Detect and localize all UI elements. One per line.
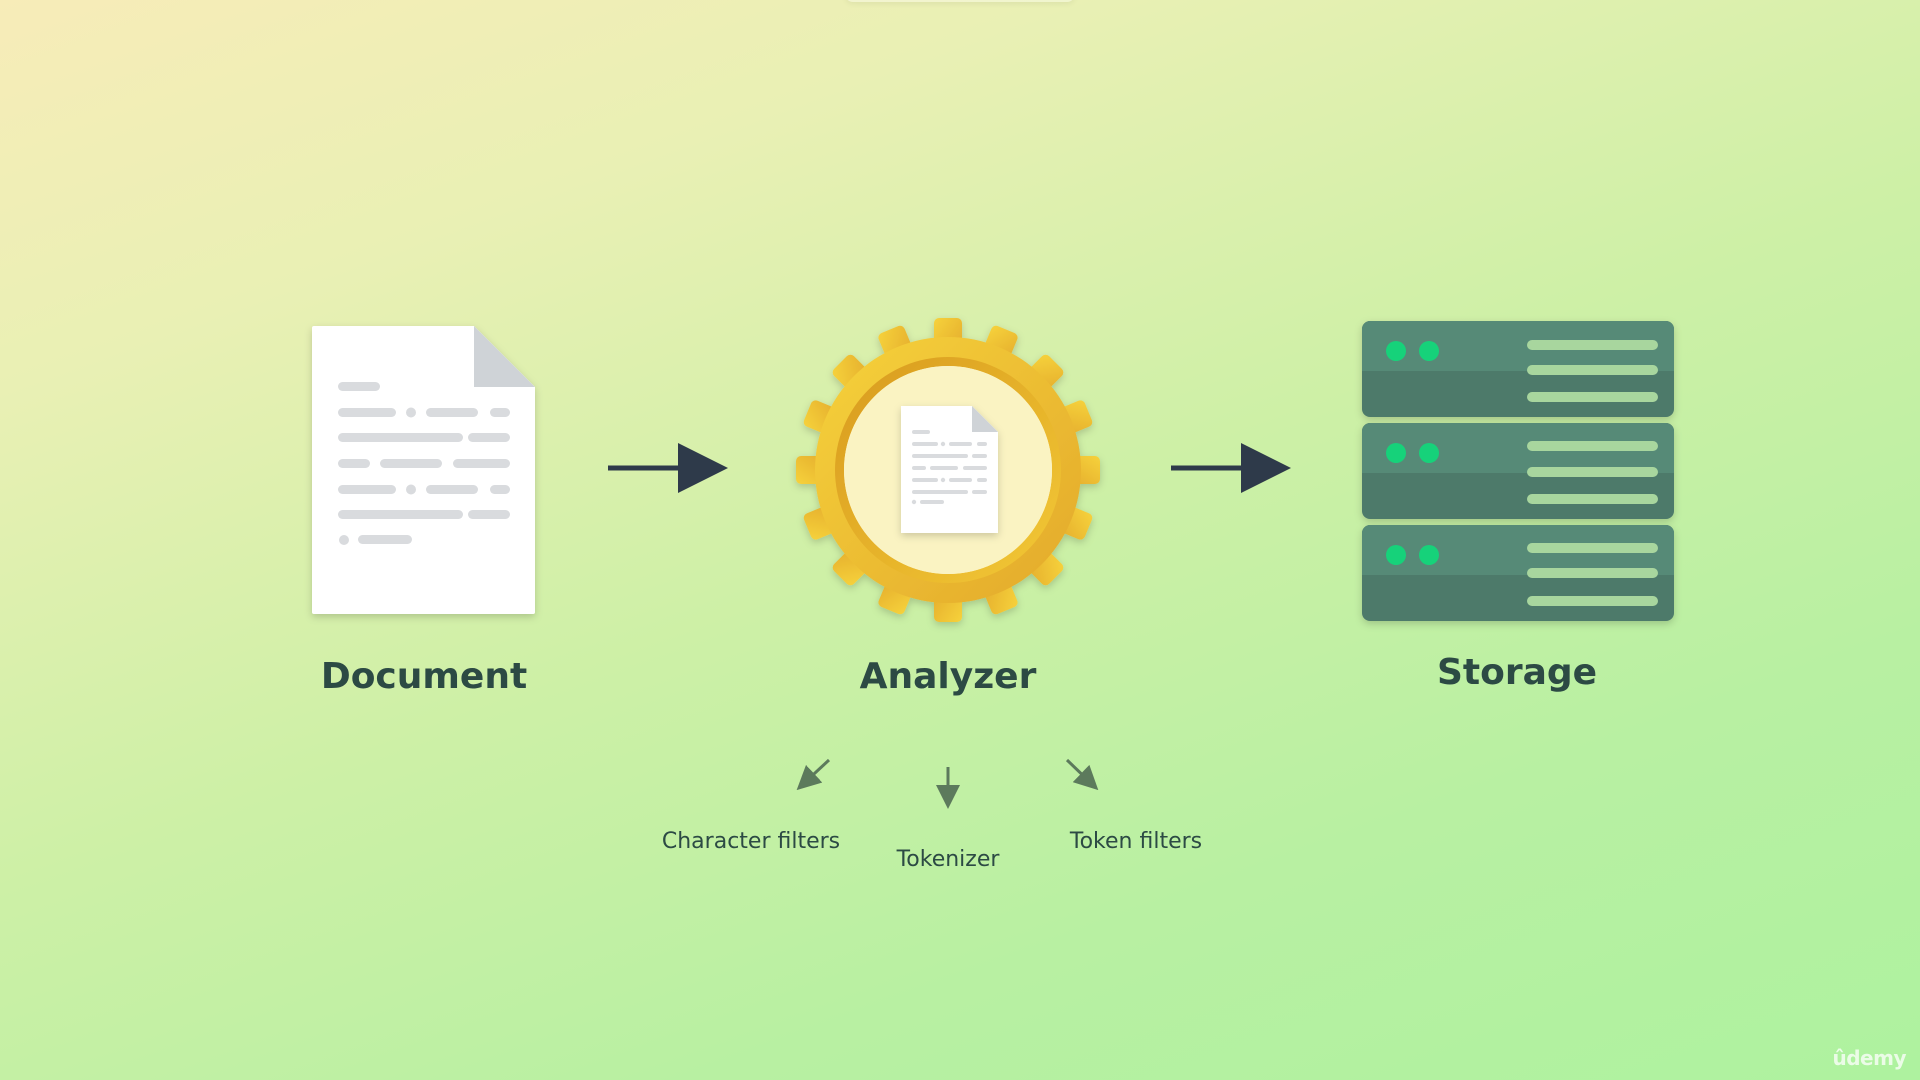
document-text-lines bbox=[338, 382, 510, 545]
document-icon bbox=[312, 326, 535, 614]
small-document-lines bbox=[911, 430, 987, 505]
document-label: Document bbox=[320, 656, 528, 697]
storage-server-icon bbox=[1362, 321, 1674, 621]
server-unit bbox=[1362, 321, 1674, 417]
server-unit bbox=[1362, 525, 1674, 621]
arrow-to-character-filters bbox=[796, 758, 831, 791]
arrow-to-token-filters bbox=[1065, 758, 1099, 791]
udemy-watermark: ûdemy bbox=[1832, 1046, 1907, 1070]
character-filters-label: Character filters bbox=[661, 829, 841, 854]
token-filters-label: Token filters bbox=[1069, 829, 1203, 854]
storage-label: Storage bbox=[1436, 652, 1598, 693]
server-unit bbox=[1362, 423, 1674, 519]
tokenizer-label: Tokenizer bbox=[896, 847, 1000, 872]
analyzer-label: Analyzer bbox=[859, 656, 1037, 697]
top-tab bbox=[845, 0, 1075, 2]
